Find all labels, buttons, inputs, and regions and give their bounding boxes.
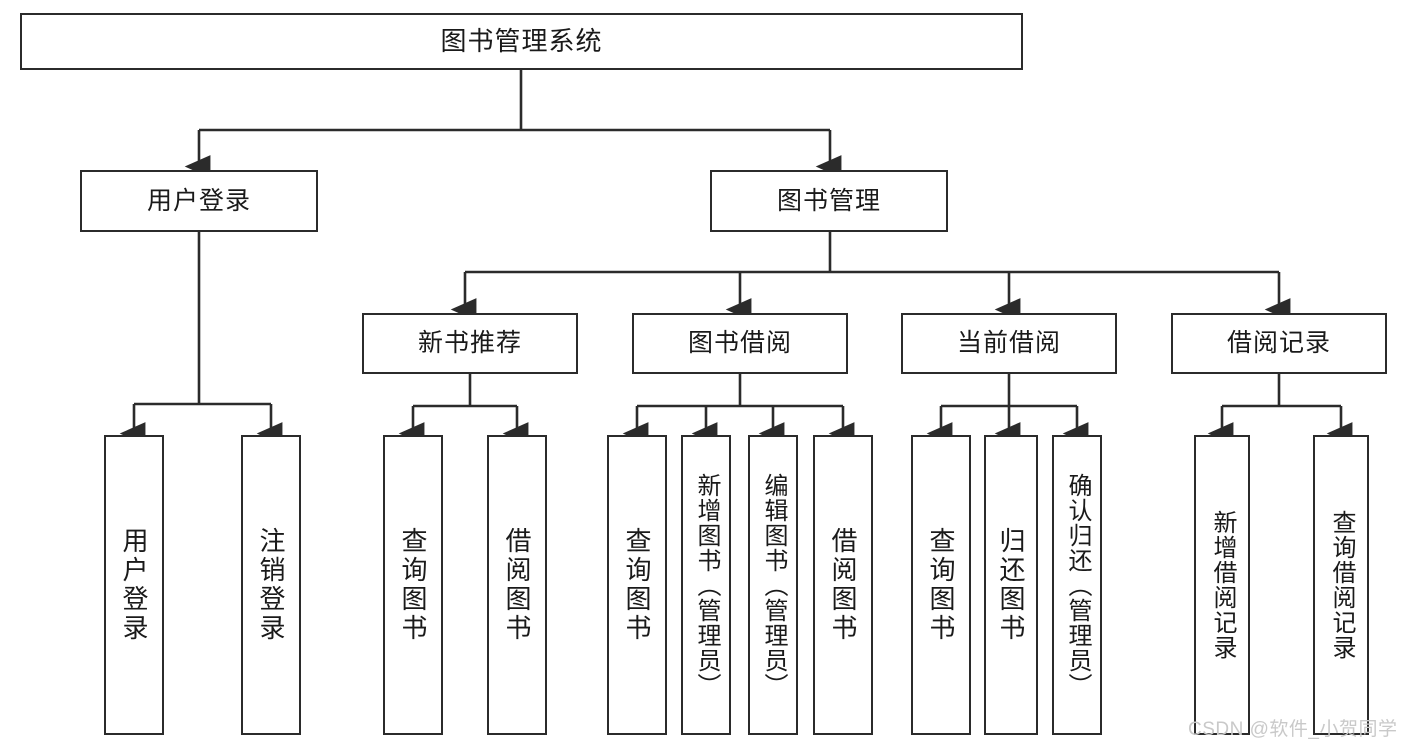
node-book-manage[interactable]: 图书管理 [710,170,948,232]
node-label: 借阅记录 [1226,329,1331,358]
node-label: 新增图书（管理员） [692,472,720,698]
node-label: 用户登录 [146,186,251,215]
node-label: 借阅图书 [502,527,533,643]
node-label: 归还图书 [996,527,1027,643]
leaf-borrow-book-rec[interactable]: 借阅图书 [487,435,547,735]
leaf-edit-book[interactable]: 编辑图书（管理员） [748,435,798,735]
node-label: 当前借阅 [956,329,1061,358]
leaf-return-book[interactable]: 归还图书 [984,435,1038,735]
node-label: 图书管理系统 [440,25,603,56]
node-label: 图书管理 [776,186,881,215]
leaf-add-borrow-record[interactable]: 新增借阅记录 [1194,435,1250,735]
leaf-user-login[interactable]: 用户登录 [104,435,164,735]
node-label: 查询借阅记录 [1327,510,1355,660]
node-label: 编辑图书（管理员） [759,472,787,698]
node-new-book-rec[interactable]: 新书推荐 [362,313,578,374]
node-label: 查询图书 [398,527,429,643]
leaf-query-borrow-record[interactable]: 查询借阅记录 [1313,435,1369,735]
leaf-query-book-current[interactable]: 查询图书 [911,435,971,735]
node-borrow-record[interactable]: 借阅记录 [1171,313,1387,374]
leaf-add-book[interactable]: 新增图书（管理员） [681,435,731,735]
watermark-text: CSDN @软件_小贺同学 [1188,719,1398,740]
leaf-query-book-borrow[interactable]: 查询图书 [607,435,667,735]
leaf-confirm-return[interactable]: 确认归还（管理员） [1052,435,1102,735]
leaf-logout-login[interactable]: 注销登录 [241,435,301,735]
node-label: 新书推荐 [417,329,522,358]
node-label: 确认归还（管理员） [1063,472,1091,698]
node-label: 查询图书 [926,527,957,643]
node-label: 新增借阅记录 [1208,510,1236,660]
node-label: 借阅图书 [828,527,859,643]
node-label: 查询图书 [622,527,653,643]
node-label: 图书借阅 [687,329,792,358]
node-book-borrow[interactable]: 图书借阅 [632,313,848,374]
leaf-query-book-rec[interactable]: 查询图书 [383,435,443,735]
node-label: 用户登录 [119,527,150,643]
node-user-login[interactable]: 用户登录 [80,170,318,232]
node-root-system[interactable]: 图书管理系统 [20,13,1023,70]
node-label: 注销登录 [256,527,287,643]
leaf-borrow-book-borrow[interactable]: 借阅图书 [813,435,873,735]
node-current-borrow[interactable]: 当前借阅 [901,313,1117,374]
